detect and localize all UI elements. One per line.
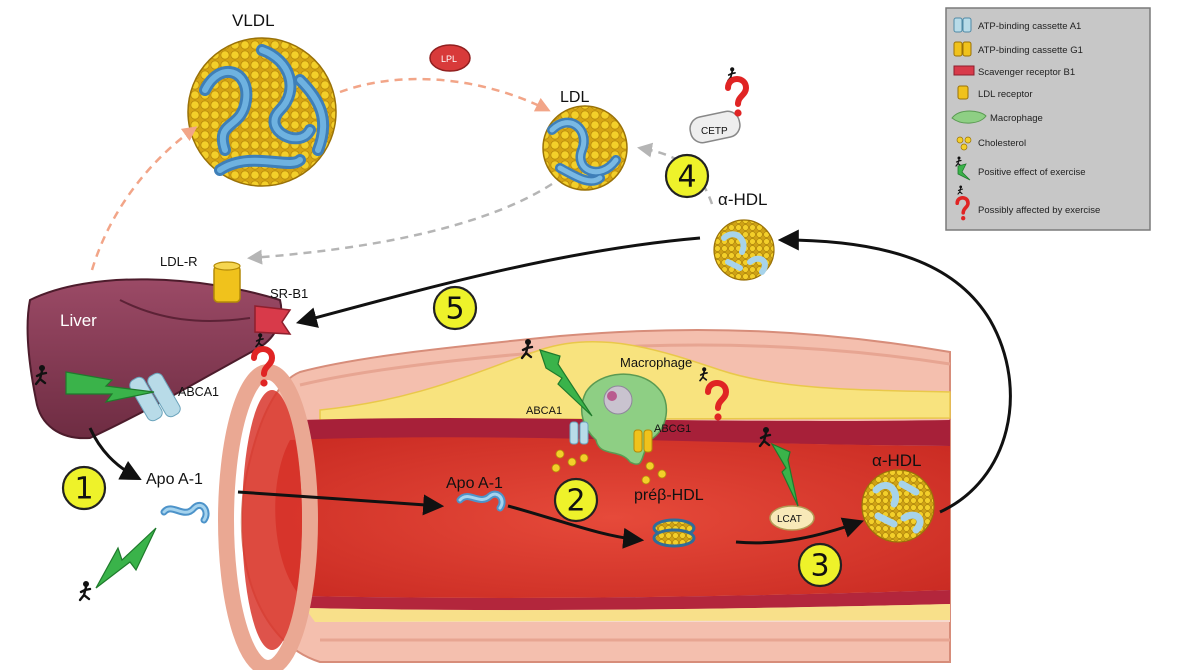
hdl-to-liver-arrow bbox=[295, 236, 701, 328]
liver-label: Liver bbox=[60, 311, 97, 330]
pre-beta-hdl-label: préβ-HDL bbox=[634, 487, 704, 504]
exercise-bolt-icon bbox=[539, 349, 593, 417]
exercise-bolt-icon bbox=[65, 371, 155, 403]
step-circle-3: 3 bbox=[797, 542, 843, 588]
legend-item-5: Cholesterol bbox=[978, 138, 1026, 149]
step-circle-2: 2 bbox=[553, 477, 599, 523]
apoa1-into-vessel-arrow bbox=[237, 490, 445, 516]
prebeta-to-alpha-hdl-arrow bbox=[735, 517, 864, 545]
srb1-receptor bbox=[254, 305, 292, 335]
cetp-protein bbox=[689, 110, 741, 144]
vldl-label: VLDL bbox=[232, 11, 275, 30]
ldl-receptor bbox=[213, 265, 241, 303]
legend: ATP-binding cassette A1 ATP-binding cass… bbox=[945, 7, 1151, 231]
abcg1-mac-label: ABCG1 bbox=[654, 423, 691, 435]
legend-item-2: Scavenger receptor B1 bbox=[978, 67, 1075, 78]
liver-to-apoa1-arrow bbox=[88, 427, 142, 480]
legend-item-1: ATP-binding cassette G1 bbox=[978, 45, 1083, 56]
exercise-bolt-icon bbox=[770, 442, 799, 507]
vessel-hdl-to-top-hdl-arrow bbox=[777, 229, 1012, 514]
apo-a1-vessel-protein bbox=[456, 490, 506, 512]
legend-item-0: ATP-binding cassette A1 bbox=[978, 21, 1081, 32]
ldl-r-label: LDL-R bbox=[160, 254, 198, 269]
abca1-liver-transporter bbox=[129, 372, 181, 422]
srb1-receptor-icon bbox=[953, 65, 975, 76]
alpha-hdl-top-particle bbox=[713, 219, 775, 281]
svg-text:5: 5 bbox=[445, 292, 464, 327]
svg-text:1: 1 bbox=[74, 472, 93, 507]
apoa1-to-prebeta-arrow bbox=[507, 504, 645, 549]
abca1-liver-label: ABCA1 bbox=[178, 385, 219, 399]
abca1-macrophage bbox=[569, 421, 579, 445]
ldl-to-liver-arrow bbox=[247, 182, 553, 265]
pre-beta-hdl-particle bbox=[652, 518, 696, 548]
legend-item-3: LDL receptor bbox=[978, 89, 1033, 100]
lcat-enzyme bbox=[769, 505, 815, 531]
ldl-particle bbox=[542, 105, 628, 191]
legend-item-7: Possibly affected by exercise bbox=[978, 205, 1100, 216]
step-circle-1: 1 bbox=[61, 465, 107, 511]
cholesterol-icon bbox=[956, 136, 972, 151]
vldl-particle bbox=[187, 37, 337, 187]
abcg1-cylinder-icon bbox=[953, 41, 972, 57]
lpl-enzyme bbox=[429, 44, 471, 72]
ldl-label: LDL bbox=[560, 89, 589, 106]
legend-item-4: Macrophage bbox=[990, 113, 1043, 124]
alpha-hdl-vessel-particle bbox=[861, 469, 935, 543]
blood-vessel bbox=[218, 328, 951, 670]
step-circle-4: 4 bbox=[664, 153, 710, 199]
macrophage-icon bbox=[951, 110, 987, 124]
exercise-bolt-icon bbox=[95, 527, 157, 589]
runner-icon bbox=[78, 579, 92, 602]
cetp-label: CETP bbox=[701, 126, 728, 137]
vldl-to-ldl-arrow bbox=[339, 77, 551, 112]
legend-item-6: Positive effect of exercise bbox=[978, 167, 1086, 178]
alpha-hdl-vessel-label: α-HDL bbox=[872, 451, 922, 470]
ldl-receptor-icon bbox=[957, 85, 969, 100]
sr-b1-label: SR-B1 bbox=[270, 286, 308, 301]
vessel-opening bbox=[218, 364, 318, 670]
step-circle-5: 5 bbox=[432, 285, 478, 331]
svg-text:3: 3 bbox=[810, 549, 829, 584]
liver-to-vldl-arrow bbox=[90, 126, 198, 271]
abca1-cylinder-icon bbox=[953, 17, 972, 33]
svg-text:4: 4 bbox=[677, 160, 696, 195]
apo-a1-left-protein bbox=[160, 501, 210, 524]
apo-a1-vessel-label: Apo A-1 bbox=[446, 475, 503, 492]
lpl-label: LPL bbox=[441, 54, 457, 64]
cholesterol-dots bbox=[551, 449, 667, 485]
svg-text:2: 2 bbox=[566, 484, 585, 519]
liver bbox=[26, 278, 283, 440]
abcg1-macrophage bbox=[633, 429, 643, 453]
alpha-hdl-top-label: α-HDL bbox=[718, 190, 768, 209]
exercise-bolt-icon bbox=[955, 155, 971, 181]
vessel-lumen bbox=[275, 437, 950, 598]
macrophage-label: Macrophage bbox=[620, 355, 692, 370]
lcat-label: LCAT bbox=[777, 514, 802, 525]
apo-a1-left-label: Apo A-1 bbox=[146, 471, 203, 488]
abca1-mac-label: ABCA1 bbox=[526, 405, 562, 417]
